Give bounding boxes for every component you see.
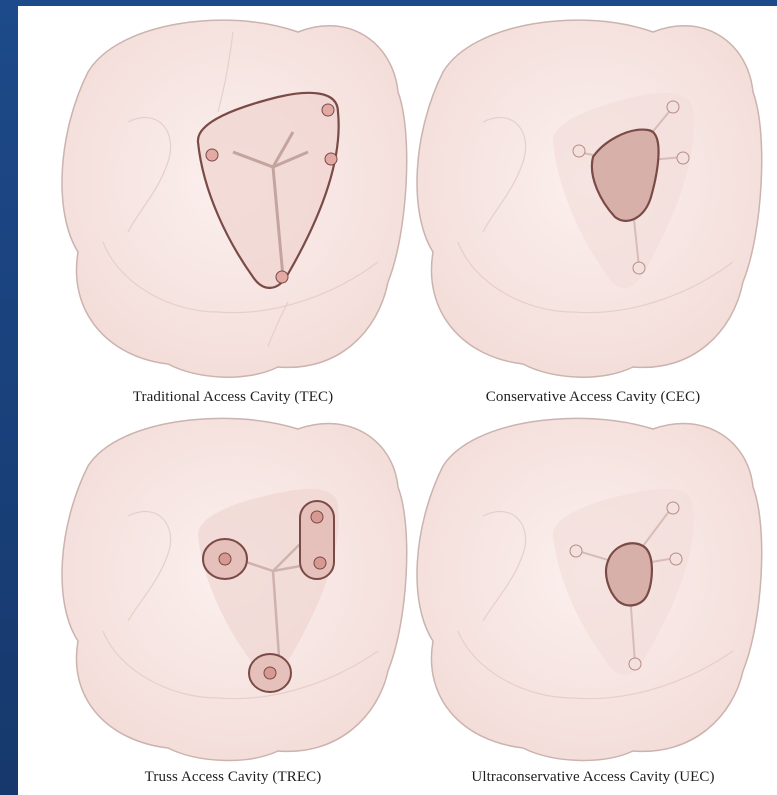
caption-uec: Ultraconservative Access Cavity (UEC) xyxy=(413,769,773,786)
canal-orifice-db xyxy=(322,104,334,116)
canal-orifice-mb2 xyxy=(314,557,326,569)
tooth-diagram-uec: Ultraconservative Access Cavity (UEC) xyxy=(403,411,773,795)
canal-orifice-mb2 xyxy=(325,153,337,165)
canal-orifice-mb xyxy=(219,553,231,565)
canal-orifice-p xyxy=(633,262,645,274)
tooth-illustration-tec xyxy=(48,12,418,382)
caption-cec: Conservative Access Cavity (CEC) xyxy=(413,389,773,406)
tooth-diagram-trec: Truss Access Cavity (TREC) xyxy=(48,411,418,795)
canal-orifice-db xyxy=(667,502,679,514)
canal-orifice-mb xyxy=(573,145,585,157)
canal-orifice-p xyxy=(629,658,641,670)
caption-trec: Truss Access Cavity (TREC) xyxy=(53,769,413,786)
canal-orifice-mb xyxy=(206,149,218,161)
canal-orifice-mb xyxy=(570,545,582,557)
caption-tec: Traditional Access Cavity (TEC) xyxy=(53,389,413,406)
access-cavity-outline xyxy=(606,543,652,605)
tooth-illustration-trec xyxy=(48,411,418,766)
tooth-diagram-cec: Conservative Access Cavity (CEC) xyxy=(403,12,773,402)
canal-orifice-db xyxy=(311,511,323,523)
canal-orifice-p xyxy=(264,667,276,679)
canal-orifice-mb2 xyxy=(677,152,689,164)
canal-orifice-db xyxy=(667,101,679,113)
tooth-diagram-tec: Traditional Access Cavity (TEC) xyxy=(48,12,418,402)
canal-orifice-mb2 xyxy=(670,553,682,565)
canal-orifice-p xyxy=(276,271,288,283)
tooth-illustration-cec xyxy=(403,12,773,382)
figure-panel: Traditional Access Cavity (TEC) Conserva… xyxy=(18,6,777,795)
tooth-illustration-uec xyxy=(403,411,773,766)
